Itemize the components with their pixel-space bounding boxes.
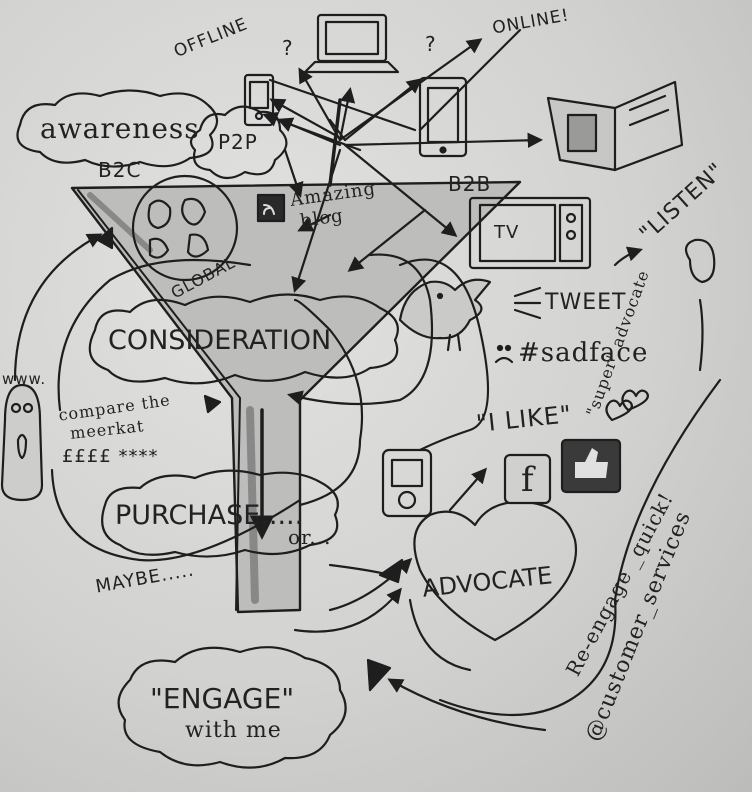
mobile-phone-icon <box>243 73 275 127</box>
triangle-markers <box>96 226 404 692</box>
purchase-cloud <box>101 469 339 558</box>
engage-cloud <box>117 646 347 769</box>
awareness-cloud <box>16 89 219 168</box>
meerkat-figure <box>0 383 44 502</box>
hub-arrows <box>262 38 544 293</box>
engage-label: "ENGAGE" <box>150 682 295 715</box>
b2c-label: B2C <box>98 158 142 182</box>
tweet-lines <box>513 286 542 320</box>
purchase-label: PURCHASE..... <box>115 500 304 531</box>
consideration-cloud <box>88 293 399 385</box>
facebook-letter: f <box>521 460 535 500</box>
tablet-icon <box>418 76 468 158</box>
or-label: or... <box>288 525 332 549</box>
heart-shape <box>413 500 578 642</box>
tweet-label: TWEET <box>545 290 627 315</box>
question-mark-left: ? <box>282 36 294 60</box>
question-mark-right: ? <box>425 32 437 56</box>
ear-icon <box>684 238 716 284</box>
consideration-label: CONSIDERATION <box>108 325 332 356</box>
rss-icon <box>256 193 286 223</box>
tv-label: TV <box>494 222 520 243</box>
www-label: www. <box>2 370 47 388</box>
awareness-label: awareness <box>40 112 200 145</box>
small-hearts <box>605 389 649 422</box>
facebook-icon <box>503 453 552 505</box>
thumbs-up-icon <box>560 438 622 494</box>
p2p-label: P2P <box>218 130 258 154</box>
tv-icon <box>468 196 592 270</box>
sadface-icon <box>494 344 514 364</box>
book-icon <box>546 80 684 172</box>
flow-arrows <box>13 28 722 732</box>
p2p-cloud <box>189 105 288 180</box>
ipod-icon <box>381 448 433 518</box>
globe-icon <box>131 174 239 282</box>
with-me-label: with me <box>185 718 282 743</box>
sadface-label: #sadface <box>518 338 649 368</box>
compare-line3: ££££ **** <box>62 446 159 467</box>
laptop-icon <box>303 13 400 74</box>
b2b-label: B2B <box>448 172 492 196</box>
